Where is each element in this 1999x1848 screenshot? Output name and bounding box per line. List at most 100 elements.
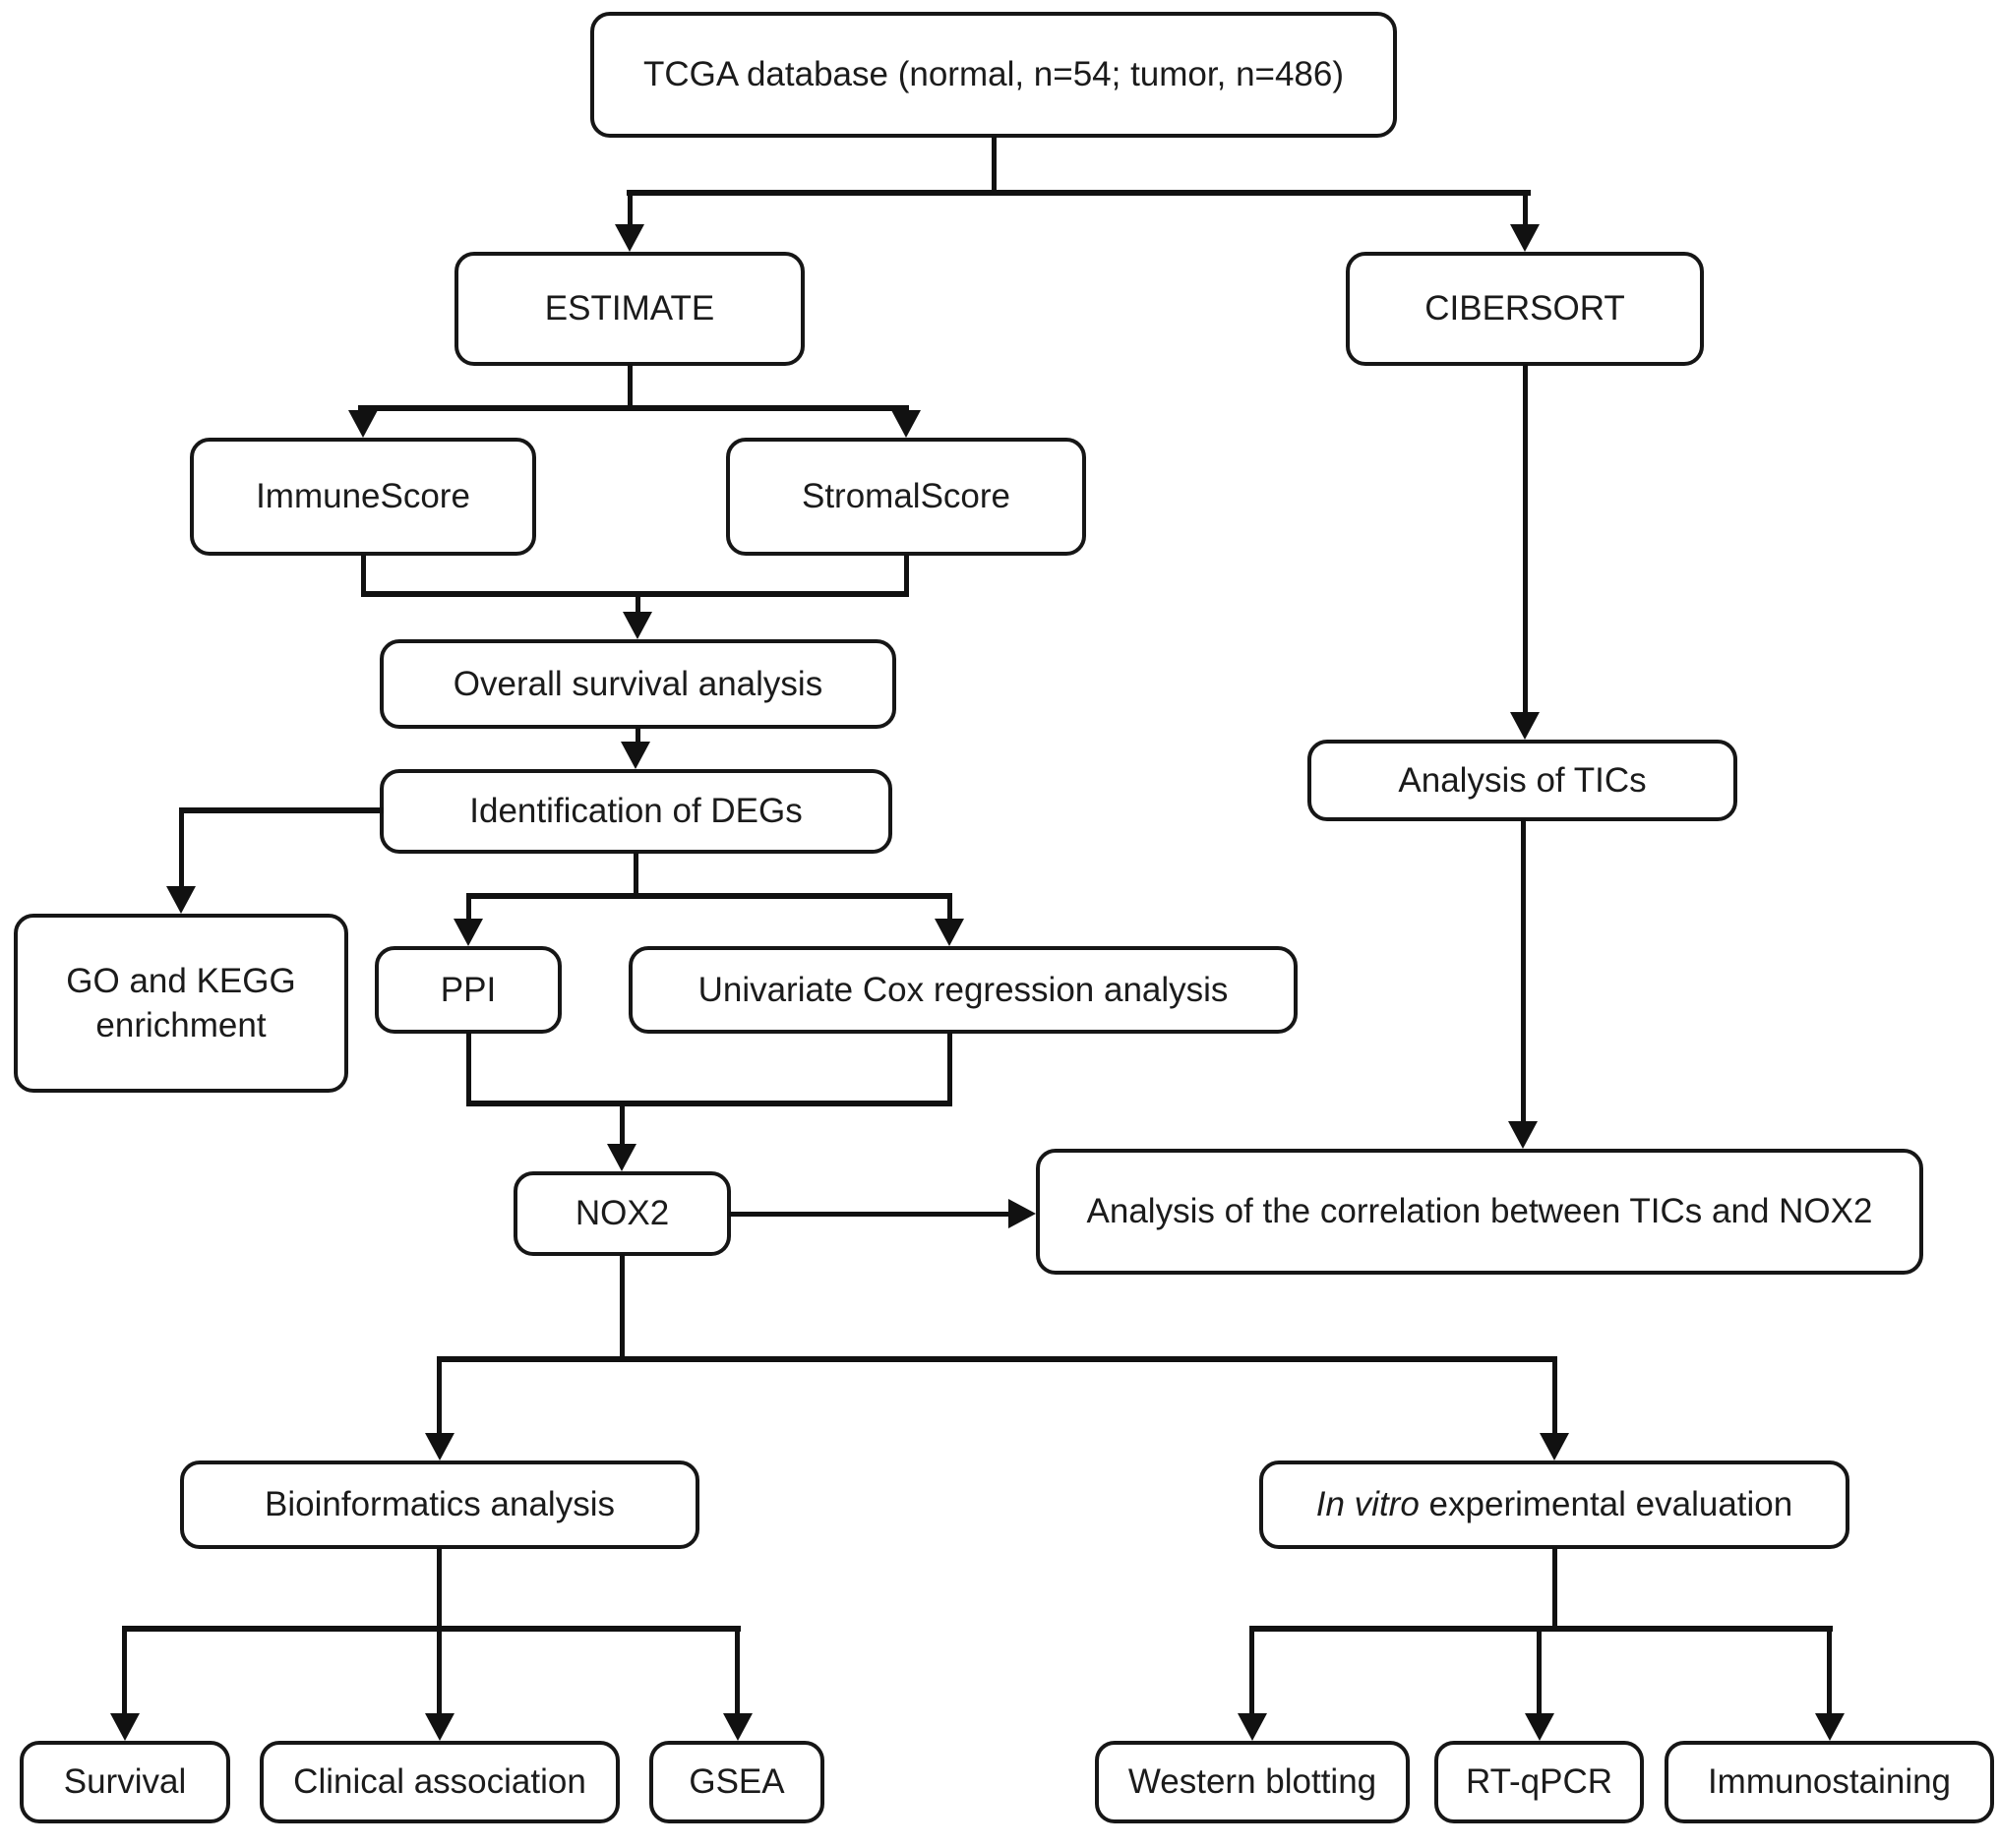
node-rt-qpcr-label: RT-qPCR xyxy=(1465,1762,1613,1802)
node-nox2-label: NOX2 xyxy=(575,1194,670,1233)
edge-degs-left-elbow-v xyxy=(179,810,184,889)
arrowhead-to-survival xyxy=(110,1713,140,1741)
node-nox2: NOX2 xyxy=(514,1171,731,1256)
node-clinical-association-label: Clinical association xyxy=(293,1762,586,1802)
invitro-italic-part: In vitro xyxy=(1315,1485,1420,1524)
edge-bioinfo-split-bar xyxy=(122,1626,741,1632)
node-estimate: ESTIMATE xyxy=(454,252,805,366)
node-cibersort-label: CIBERSORT xyxy=(1424,289,1625,328)
node-univariate-cox-label: Univariate Cox regression analysis xyxy=(697,970,1229,1009)
edge-western-drop xyxy=(1249,1632,1254,1715)
arrowhead-to-immunescore xyxy=(348,410,378,438)
edge-rtqpcr-drop xyxy=(1537,1632,1542,1715)
edge-tcga-split-bar xyxy=(627,190,1531,196)
edge-degs-stub xyxy=(634,852,638,897)
arrowhead-to-rtqpcr xyxy=(1525,1713,1554,1741)
node-go-kegg-enrichment: GO and KEGG enrichment xyxy=(14,914,348,1093)
arrowhead-to-overall-survival xyxy=(623,612,652,639)
arrowhead-to-tics xyxy=(1510,712,1540,740)
node-gsea: GSEA xyxy=(649,1741,824,1823)
node-invitro-evaluation-label: In vitro experimental evaluation xyxy=(1316,1482,1792,1527)
arrowhead-to-correlation-top xyxy=(1508,1121,1538,1149)
edge-merge-drop xyxy=(636,597,640,615)
arrowhead-to-degs xyxy=(621,742,650,769)
edge-immunescore-stub xyxy=(361,554,366,594)
node-correlation-tics-nox2-label: Analysis of the correlation between TICs… xyxy=(1086,1192,1873,1231)
edge-score-merge-bar xyxy=(361,591,909,597)
node-tcga-database-label: TCGA database (normal, n=54; tumor, n=48… xyxy=(642,55,1345,94)
node-immunostaining: Immunostaining xyxy=(1665,1741,1994,1823)
node-immunostaining-label: Immunostaining xyxy=(1707,1762,1952,1802)
edge-nox2-stub xyxy=(620,1254,625,1362)
edge-ppi-cox-split-bar xyxy=(466,893,952,899)
node-correlation-tics-nox2: Analysis of the correlation between TICs… xyxy=(1036,1149,1923,1275)
edge-survival-drop xyxy=(122,1632,127,1715)
arrowhead-to-cox xyxy=(935,919,964,946)
node-survival-label: Survival xyxy=(63,1762,187,1802)
edge-immunostaining-drop xyxy=(1827,1632,1832,1715)
node-analysis-of-tics: Analysis of TICs xyxy=(1307,740,1737,821)
node-tcga-database: TCGA database (normal, n=54; tumor, n=48… xyxy=(590,12,1397,138)
node-identification-of-degs: Identification of DEGs xyxy=(380,769,892,854)
edge-stromalscore-stub xyxy=(904,554,909,594)
edge-invitro-drop xyxy=(1552,1362,1557,1435)
node-immunescore: ImmuneScore xyxy=(190,438,536,556)
arrowhead-to-ppi xyxy=(454,919,483,946)
edge-clinical-drop xyxy=(437,1632,442,1715)
node-estimate-label: ESTIMATE xyxy=(544,289,715,328)
node-western-blotting-label: Western blotting xyxy=(1127,1762,1377,1802)
invitro-rest-part: experimental evaluation xyxy=(1428,1485,1793,1524)
node-clinical-association: Clinical association xyxy=(260,1741,620,1823)
edge-overall-to-degs xyxy=(636,727,640,745)
node-univariate-cox: Univariate Cox regression analysis xyxy=(629,946,1298,1034)
edge-cibersort-to-tics xyxy=(1523,364,1528,714)
edge-score-split-bar xyxy=(358,405,909,411)
arrowhead-to-gsea xyxy=(723,1713,753,1741)
arrowhead-to-invitro xyxy=(1540,1433,1569,1461)
node-analysis-of-tics-label: Analysis of TICs xyxy=(1398,760,1647,800)
node-overall-survival-analysis-label: Overall survival analysis xyxy=(453,664,823,703)
arrowhead-to-cibersort xyxy=(1510,224,1540,252)
edge-bioinformatics-drop xyxy=(437,1362,442,1435)
arrowhead-to-western xyxy=(1238,1713,1267,1741)
edge-ppi-cox-merge-bar xyxy=(466,1101,952,1106)
node-go-kegg-enrichment-label: GO and KEGG enrichment xyxy=(66,959,295,1048)
arrowhead-to-clinical xyxy=(425,1713,454,1741)
edge-ppi-stub xyxy=(466,1032,471,1106)
go-kegg-line2: enrichment xyxy=(95,1006,267,1044)
edge-tics-to-correlation xyxy=(1521,819,1526,1123)
edge-ppi-drop xyxy=(466,897,471,922)
arrowhead-to-stromalscore xyxy=(891,410,921,438)
edge-bioinformatics-stub xyxy=(437,1547,442,1632)
edge-tcga-stub xyxy=(992,136,997,196)
node-invitro-evaluation: In vitro experimental evaluation xyxy=(1259,1461,1849,1549)
edge-invitro-split-bar xyxy=(1249,1626,1833,1632)
edge-estimate-stub xyxy=(628,364,633,411)
edge-estimate-drop xyxy=(628,193,633,228)
node-survival: Survival xyxy=(20,1741,230,1823)
edge-cibersort-drop xyxy=(1523,193,1528,228)
edge-nox2-drop xyxy=(620,1106,625,1146)
node-stromalscore-label: StromalScore xyxy=(801,477,1011,516)
arrowhead-to-nox2 xyxy=(607,1144,636,1171)
node-stromalscore: StromalScore xyxy=(726,438,1086,556)
node-ppi: PPI xyxy=(375,946,562,1034)
node-bioinformatics-analysis-label: Bioinformatics analysis xyxy=(265,1485,615,1524)
go-kegg-line1: GO and KEGG xyxy=(66,961,296,1000)
node-gsea-label: GSEA xyxy=(689,1762,785,1802)
arrowhead-to-correlation-left xyxy=(1008,1199,1036,1228)
arrowhead-to-go-kegg xyxy=(166,886,196,914)
node-bioinformatics-analysis: Bioinformatics analysis xyxy=(180,1461,699,1549)
edge-cox-stub xyxy=(947,1032,952,1106)
node-ppi-label: PPI xyxy=(440,970,497,1009)
node-cibersort: CIBERSORT xyxy=(1346,252,1704,366)
arrowhead-to-bioinformatics xyxy=(425,1433,454,1461)
arrowhead-to-immunostaining xyxy=(1815,1713,1845,1741)
arrowhead-to-estimate xyxy=(615,224,644,252)
edge-nox2-to-correlation-h xyxy=(729,1212,1010,1217)
node-overall-survival-analysis: Overall survival analysis xyxy=(380,639,896,729)
edge-cox-drop xyxy=(947,897,952,922)
edge-bottom-split-bar xyxy=(437,1356,1557,1362)
node-immunescore-label: ImmuneScore xyxy=(256,477,470,516)
